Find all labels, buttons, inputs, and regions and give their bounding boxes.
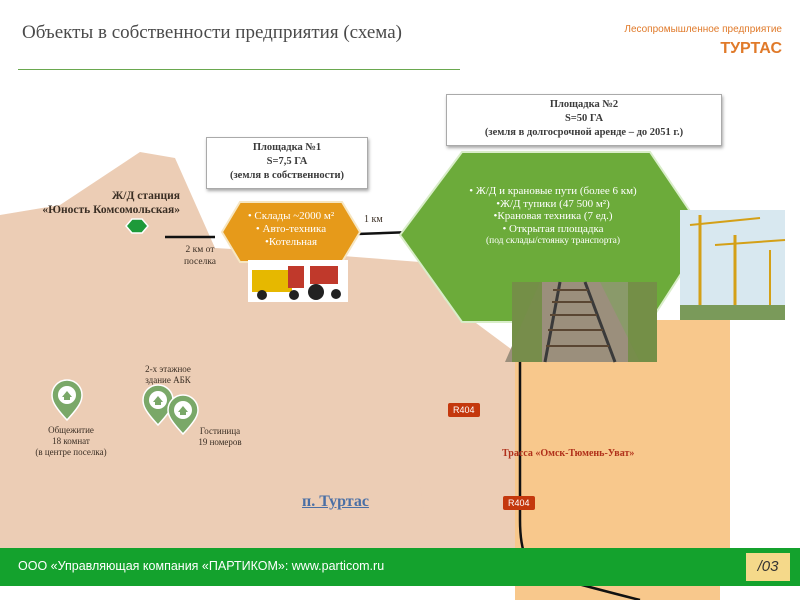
vehicles-photo [248, 260, 348, 302]
village-label: п. Туртас [302, 493, 369, 510]
railway-photo [505, 281, 657, 363]
site2-info-box: Площадка №2 S=50 ГА (земля в долгосрочно… [446, 94, 722, 146]
highway-label: Трасса «Омск-Тюмень-Уват» [502, 448, 635, 459]
station-label-line2: «Юность Комсомольская» [42, 204, 180, 216]
land-area [0, 152, 518, 548]
cranes-photo [680, 210, 786, 320]
company-subtitle: Лесопромышленное предприятие [624, 24, 782, 35]
land-lobe [400, 430, 430, 548]
dorm-label-line3: (в центре поселка) [35, 447, 107, 457]
site2-item: •Крановая техника (7 ед.) [493, 210, 613, 222]
site1-hexagon [220, 201, 362, 263]
site1-item: • Склады ~2000 м² [247, 210, 335, 222]
hotel-label: Гостиница 19 номеров [180, 426, 260, 448]
distance-2km-line2: поселка [183, 257, 217, 267]
company-name: ТУРТАС [720, 40, 782, 57]
site2-items: • Ж/Д и крановые пути (более 6 км) •Ж/Д … [430, 185, 676, 248]
site1-note: (земля в собственности) [229, 170, 345, 181]
hotel-label-line2: 19 номеров [198, 437, 242, 447]
title-divider [18, 69, 460, 70]
station-label-line1: Ж/Д станция [111, 190, 180, 202]
dorm-pin-icon [51, 379, 83, 422]
hotel-pin-icon [167, 394, 199, 436]
footer-bar [0, 548, 800, 586]
site1-item: • Авто-техника [255, 223, 327, 235]
dorm-label-line1: Общежитие [48, 425, 94, 435]
site2-area: S=50 ГА [564, 113, 604, 124]
site1-area: S=7,5 ГА [266, 156, 308, 167]
site2-title: Площадка №2 [549, 99, 619, 110]
distance-1km-label: 1 км [364, 214, 383, 225]
hotel-label-line1: Гостиница [199, 426, 241, 436]
station-label: Ж/Д станция «Юность Комсомольская» [20, 189, 180, 217]
site1-info-box: Площадка №1 S=7,5 ГА (земля в собственно… [206, 137, 368, 189]
site2-item: • Ж/Д и крановые пути (более 6 км) [469, 185, 637, 197]
site2-item: (под склады/стоянку транспорта) [485, 236, 621, 246]
distance-2km-label: 2 км от поселка [170, 244, 230, 268]
road-tag-r404-bottom: R404 [503, 496, 535, 510]
station-marker [125, 218, 149, 234]
page-number: /03 [746, 553, 790, 581]
site1-items: • Склады ~2000 м² • Авто-техника •Котель… [228, 210, 354, 249]
abk-label-line1: 2-х этажное [145, 364, 191, 374]
site1-item: •Котельная [264, 236, 318, 248]
abk-label-line2: здание АБК [145, 375, 191, 385]
dorm-label-line2: 18 комнат [52, 436, 90, 446]
site2-item: • Открытая площадка [502, 222, 604, 235]
site2-item: •Ж/Д тупики (47 500 м²) [496, 197, 610, 210]
abk-pin-icon [142, 384, 174, 427]
page-title: Объекты в собственности предприятия (схе… [22, 22, 402, 43]
footer-company-link[interactable]: ООО «Управляющая компания «ПАРТИКОМ»: ww… [18, 559, 385, 573]
distance-2km-line1: 2 км от [185, 245, 215, 255]
road-tag-r404-top: R404 [448, 403, 480, 417]
abk-label: 2-х этажное здание АБК [128, 364, 208, 386]
dorm-label: Общежитие 18 комнат (в центре поселка) [16, 425, 126, 458]
site2-note: (земля в долгосрочной аренде – до 2051 г… [484, 127, 684, 138]
site1-title: Площадка №1 [252, 142, 322, 153]
